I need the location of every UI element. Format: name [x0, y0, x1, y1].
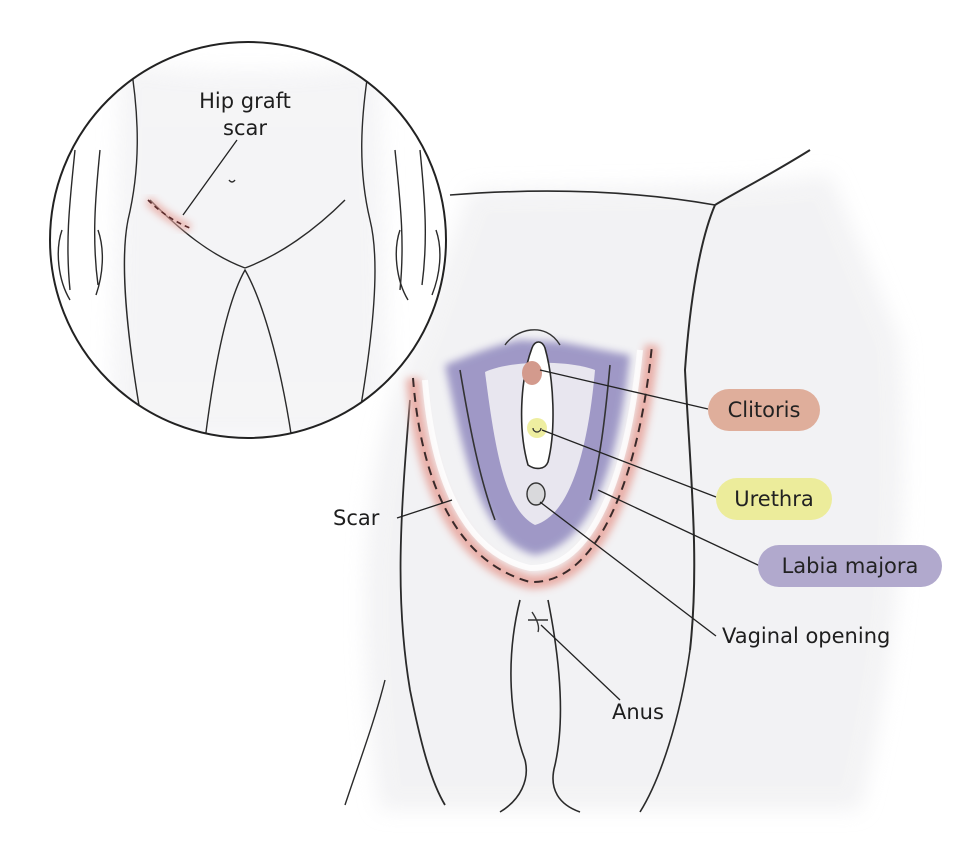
left-thigh-line — [399, 399, 446, 806]
urethra-opening — [532, 427, 542, 433]
inset-hand-left — [57, 229, 104, 301]
inset-navel — [228, 179, 236, 183]
leader-clitoris — [539, 369, 709, 410]
inset-arm-right — [394, 149, 427, 291]
body-shading — [365, 175, 904, 810]
vaginal-opening-mark — [526, 482, 546, 506]
inset-hip-scar — [147, 199, 191, 229]
body-outline-bottom-right — [639, 649, 691, 813]
leader-vaginal-opening — [539, 501, 717, 637]
clitoris-mark — [522, 361, 542, 385]
inset-torso-left — [123, 59, 146, 438]
labia-majora-pill: Labia majora — [758, 545, 942, 587]
inset-arm-left — [67, 149, 101, 291]
leader-scar — [396, 499, 453, 519]
leader-lines — [396, 369, 761, 701]
vaginal-opening-label: Vaginal opening — [722, 624, 891, 648]
urethra-mark — [527, 418, 547, 438]
scar-highlight — [422, 349, 643, 572]
scar-line — [412, 344, 653, 584]
hip-graft-scar-label-line1: Hip graft — [199, 89, 291, 113]
inset-groin-right — [244, 199, 346, 269]
pelvis-illustration — [344, 149, 904, 813]
inset-torso-right — [354, 59, 376, 438]
labia-fold-center — [504, 329, 561, 346]
leader-labia-majora — [597, 489, 761, 567]
leader-anus — [540, 624, 621, 701]
anus-mark — [528, 611, 548, 633]
clitoris-pill: Clitoris — [708, 389, 820, 431]
leader-hip-graft-scar — [182, 139, 238, 216]
inset-border — [49, 41, 447, 439]
labia-fold-left — [459, 369, 496, 521]
inset-body-shading — [110, 60, 390, 438]
anus-label: Anus — [612, 700, 664, 724]
scar-label: Scar — [333, 506, 380, 530]
labia-fold-right — [589, 364, 611, 501]
hip-graft-scar-label-line2: scar — [223, 116, 267, 140]
inset-leg-split — [204, 268, 293, 438]
buttock-right — [547, 599, 581, 813]
inset-hand-right — [395, 229, 441, 301]
inset-hip-graft — [49, 41, 447, 439]
leader-urethra — [541, 429, 717, 498]
body-outline-bottom-left — [344, 679, 386, 806]
hip-graft-scar-label: Hip graft scar — [150, 88, 340, 142]
body-outline-top — [449, 190, 716, 206]
buttock-left — [499, 599, 527, 813]
body-outline-right — [683, 149, 811, 651]
urethra-pill: Urethra — [716, 478, 832, 520]
